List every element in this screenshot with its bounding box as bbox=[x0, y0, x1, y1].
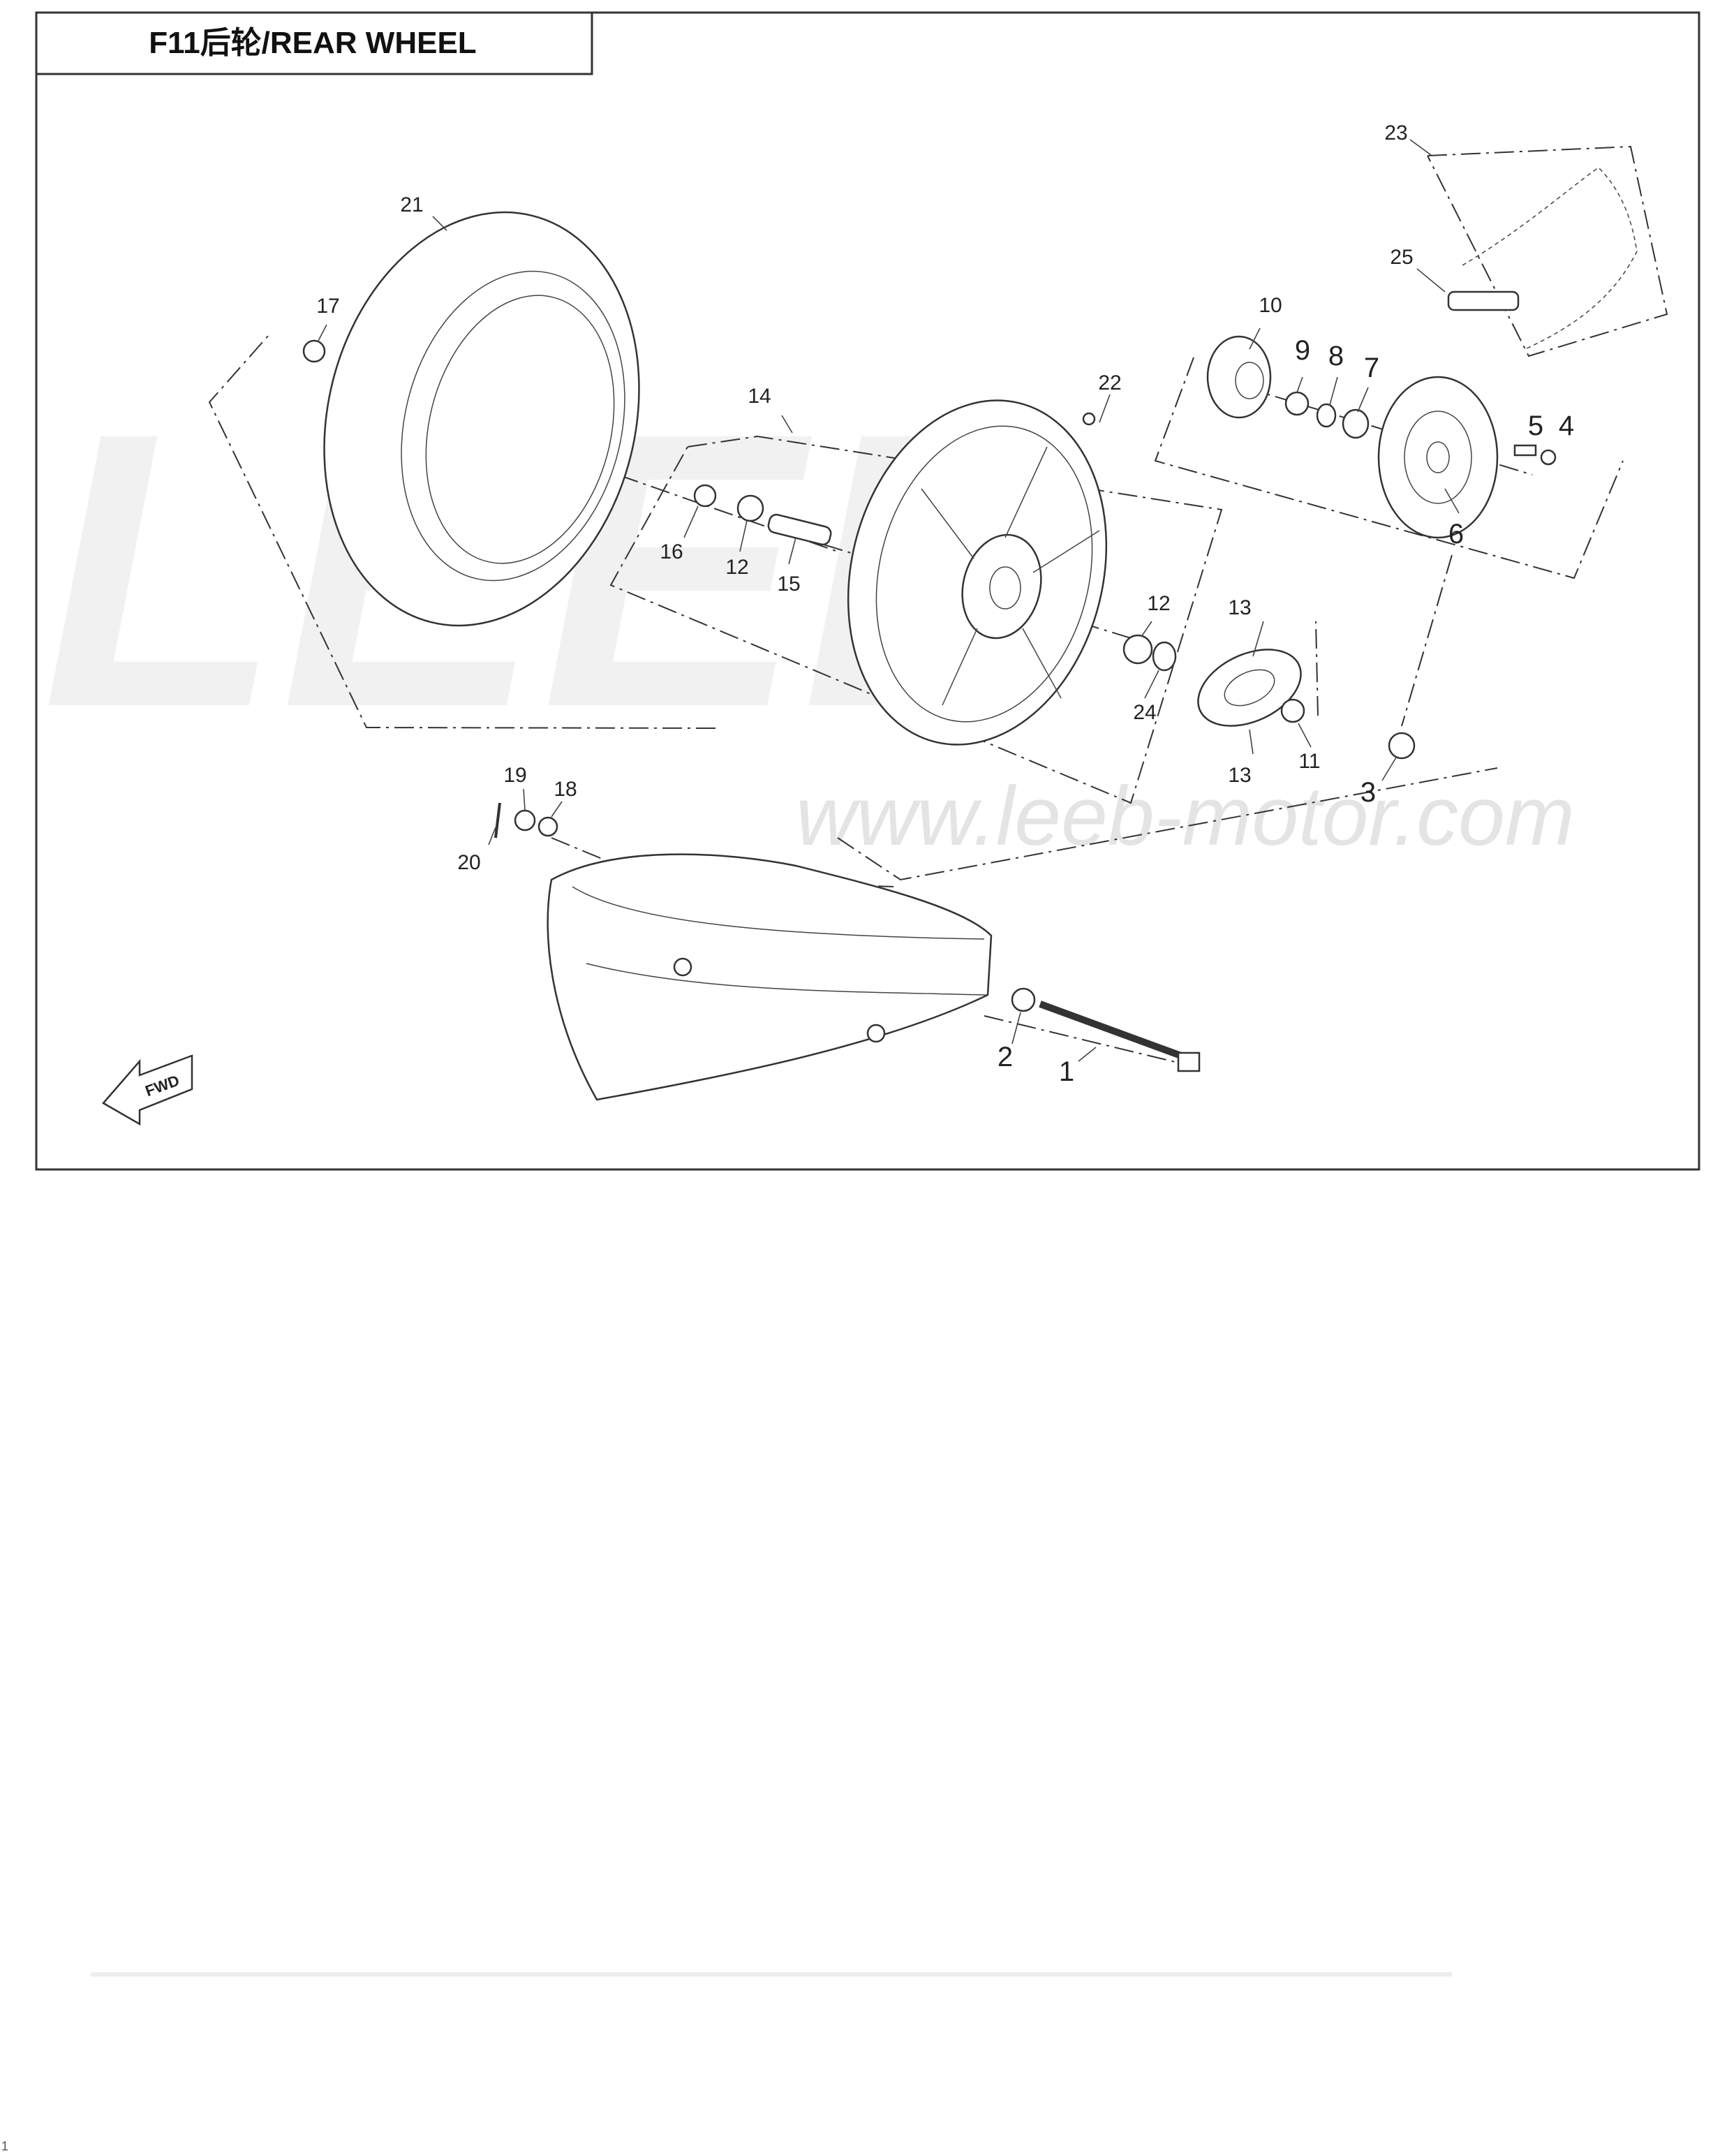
tire-part bbox=[323, 211, 640, 627]
rim-part bbox=[847, 399, 1108, 746]
callout-23: 23 bbox=[1384, 121, 1407, 145]
swingarm-part bbox=[547, 853, 993, 1101]
collar-part bbox=[767, 513, 832, 546]
circlip-part bbox=[1152, 641, 1177, 672]
page-marker: 1 bbox=[1, 2139, 8, 2153]
callout-12-left: 12 bbox=[725, 556, 748, 579]
callout-17: 17 bbox=[316, 295, 339, 318]
tire-group-outline bbox=[208, 334, 716, 729]
dust-seal-part bbox=[693, 484, 717, 508]
cotter-pin-part bbox=[494, 802, 501, 839]
axle-head-part bbox=[1177, 1051, 1201, 1072]
callout-22: 22 bbox=[1098, 371, 1121, 394]
callout-21: 21 bbox=[400, 193, 423, 216]
fwd-arrow-icon: FWD bbox=[102, 1054, 193, 1126]
bearing-carrier-part bbox=[1284, 391, 1310, 416]
title-box bbox=[35, 11, 593, 75]
callout-11: 11 bbox=[1298, 750, 1320, 773]
leader-line-11 bbox=[1315, 621, 1319, 716]
callout-8: 8 bbox=[1328, 341, 1344, 371]
bearing-left-part bbox=[736, 494, 764, 522]
leader-line-3 bbox=[1401, 554, 1453, 727]
callout-14: 14 bbox=[748, 385, 771, 408]
axle-leader bbox=[837, 767, 1498, 881]
washer-2-part bbox=[1011, 987, 1036, 1012]
damper-part bbox=[1197, 649, 1302, 727]
callout-12-right: 12 bbox=[1147, 592, 1170, 615]
chain-joint-part bbox=[1447, 290, 1520, 311]
callout-25: 25 bbox=[1390, 246, 1413, 269]
diagram-title: F11后轮/REAR WHEEL bbox=[149, 26, 476, 60]
spacer-part bbox=[1342, 408, 1370, 439]
callout-2: 2 bbox=[998, 1042, 1013, 1072]
bolt-part bbox=[1513, 444, 1537, 457]
diagram-frame bbox=[35, 11, 1700, 1171]
callout-7: 7 bbox=[1364, 353, 1379, 383]
chain-group-outline bbox=[1427, 145, 1668, 357]
sprocket-part bbox=[1377, 376, 1499, 539]
callout-20: 20 bbox=[457, 851, 480, 874]
valve-part bbox=[302, 339, 326, 363]
nut-part bbox=[1540, 449, 1557, 466]
callout-19: 19 bbox=[503, 764, 526, 787]
sprocket-carrier-part bbox=[1206, 335, 1272, 419]
callout-13-bottom: 13 bbox=[1228, 764, 1251, 787]
callout-5: 5 bbox=[1528, 411, 1543, 441]
callout-13-top: 13 bbox=[1228, 596, 1251, 619]
nut-19-part bbox=[514, 809, 536, 832]
axle-nut-part bbox=[1388, 732, 1416, 760]
callout-1: 1 bbox=[1059, 1056, 1074, 1087]
axle-part bbox=[1039, 1001, 1188, 1061]
bearing-right-part bbox=[1122, 634, 1153, 665]
chain-part bbox=[1462, 167, 1638, 350]
callout-6: 6 bbox=[1448, 519, 1464, 549]
callout-24: 24 bbox=[1133, 701, 1156, 724]
watermark-url: www.leeb-motor.com bbox=[796, 769, 1575, 863]
washer-18-part bbox=[537, 816, 558, 837]
callout-4: 4 bbox=[1559, 411, 1574, 441]
callout-16: 16 bbox=[660, 540, 683, 563]
callout-15: 15 bbox=[777, 573, 800, 596]
sprocket-group-outline bbox=[1154, 357, 1624, 579]
callout-9: 9 bbox=[1295, 335, 1310, 366]
callout-10: 10 bbox=[1259, 294, 1282, 317]
callout-3: 3 bbox=[1360, 777, 1376, 808]
valve-stem-part bbox=[1082, 412, 1096, 426]
callout-18: 18 bbox=[554, 778, 577, 801]
wheel-group-outline bbox=[609, 435, 1223, 804]
snap-ring-part bbox=[1316, 403, 1337, 428]
collar-right-part bbox=[1280, 698, 1305, 723]
